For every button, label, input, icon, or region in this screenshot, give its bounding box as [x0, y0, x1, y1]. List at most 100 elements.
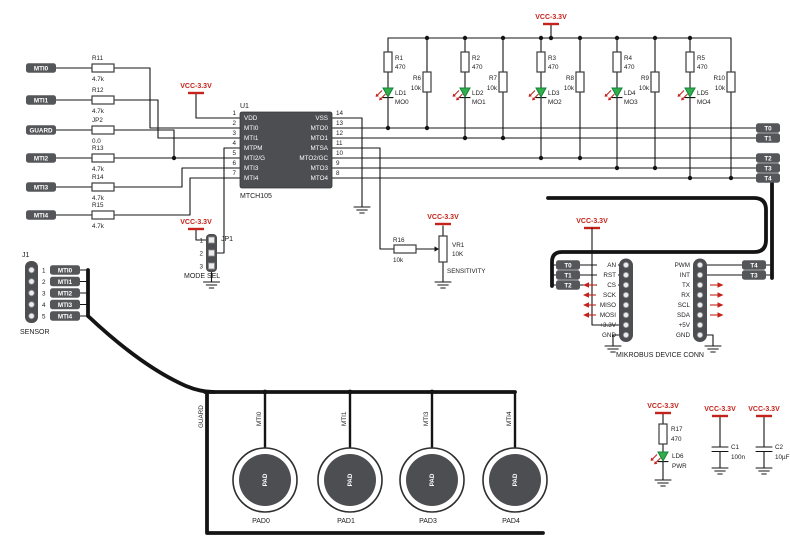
mode-sel-label: MODE SEL: [184, 273, 220, 280]
signal-direction-arrow-icon: [709, 311, 725, 319]
net-label: T0: [764, 125, 772, 132]
net-label: T0: [564, 262, 572, 269]
capacitor-symbol: [711, 446, 729, 453]
ic-pin-name: MTPM: [244, 145, 263, 152]
led-icon: [452, 87, 471, 101]
led-column-5: R5 470 LD5 MO4 R10 10k: [677, 51, 736, 106]
cap-ref: C2: [775, 444, 784, 451]
mikrobus-pin-label: MISO: [600, 302, 616, 309]
resistor-value: 470: [472, 64, 483, 71]
ic-pin-number: 12: [336, 130, 344, 137]
led-ref: LD4: [624, 90, 636, 97]
mikrobus-pin-label: +5V: [679, 322, 691, 329]
ic-pin-number: 3: [232, 130, 236, 137]
mikrobus-pin-label: RX: [681, 292, 691, 299]
connector-pin: [622, 271, 630, 279]
connector-pin: [28, 301, 35, 308]
connector-pin: [696, 311, 704, 319]
ground-symbol: [434, 277, 452, 289]
input-row-mti0: MTI0 R11 4.7k: [26, 55, 115, 83]
connector-pin: [696, 301, 704, 309]
mikrobus-connector-left: [619, 258, 633, 342]
ic-pin-name: MTI3: [244, 165, 259, 172]
label-bg: [597, 280, 618, 290]
ic-pin-number: 1: [232, 110, 236, 117]
ic-pin-number: 2: [232, 120, 236, 127]
pin-number: 1: [42, 267, 46, 274]
jumper-ref: JP1: [221, 236, 233, 243]
pin-number: 3: [42, 290, 46, 297]
mikrobus-pin-label: PWM: [675, 262, 690, 269]
touch-pad-1: PAD PAD1: [317, 447, 383, 525]
wire-segments: [55, 23, 773, 477]
jumper-pin: [208, 236, 215, 244]
led-icon: [650, 451, 669, 465]
pullup-ref: R10: [713, 75, 725, 82]
net-label: MTI1: [58, 279, 73, 286]
pot-value: 10K: [452, 251, 464, 258]
led-net: MO0: [395, 99, 409, 106]
ic-pin-name: MTI0: [244, 125, 259, 132]
label-bg: [597, 260, 618, 270]
resistor-value: 4.7k: [92, 108, 105, 115]
connector-pin: [622, 291, 630, 299]
ic-pin-name: VDD: [244, 115, 258, 122]
vcc-label: VCC-3.3V: [704, 406, 736, 413]
pullup-value: 10k: [639, 85, 650, 92]
cap-ref: C1: [731, 444, 740, 451]
vcc-label: VCC-3.3V: [427, 214, 459, 221]
ic-pin-number: 4: [232, 140, 236, 147]
net-label-box: [26, 95, 56, 105]
net-label: MTI3: [34, 184, 49, 191]
ic-pin-number: 8: [336, 170, 340, 177]
pad-label: PAD0: [252, 518, 270, 525]
resistor-symbol: [91, 210, 115, 220]
net-label-box: [26, 153, 56, 163]
resistor-symbol: [393, 244, 417, 254]
ic-pin-name: MTI4: [244, 175, 259, 182]
resistor-ref: R3: [548, 55, 557, 62]
pad-surface: [324, 454, 376, 506]
connector-ref: J1: [22, 252, 30, 259]
led-ref: LD1: [395, 90, 407, 97]
net-label: MTI4: [34, 212, 49, 219]
mikrobus-caption: MIKROBUS DEVICE CONN: [616, 352, 704, 359]
led-net: MO1: [472, 99, 486, 106]
connector-pin: [28, 289, 35, 297]
ic-pin-number: 10: [336, 150, 344, 157]
led-net: MO3: [624, 99, 638, 106]
pullup-ref: R7: [489, 75, 498, 82]
ic-pin-number: 14: [336, 110, 344, 117]
connector-pin: [622, 321, 630, 329]
sensitivity-label: SENSITIVITY: [447, 268, 486, 275]
connector-pin: [696, 281, 704, 289]
net-label: T4: [750, 262, 758, 269]
net-label: T2: [564, 282, 572, 289]
net-label-box: [556, 260, 580, 270]
resistor-symbol: [91, 95, 115, 105]
pad-label: PAD1: [337, 518, 355, 525]
net-label: MTI0: [34, 65, 49, 72]
resistor-value: 470: [395, 64, 406, 71]
touch-pad-3: PAD PAD3: [399, 447, 465, 525]
vcc-label: VCC-3.3V: [180, 219, 212, 226]
vcc-label: VCC-3.3V: [647, 403, 679, 410]
connector-pin: [28, 266, 35, 274]
ic-pin-name: MTO1: [311, 135, 329, 142]
signal-direction-arrow-icon: [582, 291, 597, 299]
resistor-value: 4.7k: [92, 223, 105, 230]
mikrobus-pin-label: SCL: [678, 302, 691, 309]
net-label-box: [26, 182, 56, 192]
bus-net-labels: T0 T1 T2 T3 T4: [756, 123, 780, 183]
ic-pin-name: MTSA: [311, 145, 329, 152]
net-label-box: [50, 311, 80, 321]
mode-select-jp1: VCC-3.3V 1 2 3 JP1 MODE SEL: [180, 219, 233, 289]
led-column-1: R1 470 LD1 MO0 R6 10k: [375, 51, 432, 106]
led-net: MO4: [697, 99, 711, 106]
pullup-value: 10k: [487, 85, 498, 92]
pullup-value: 10k: [564, 85, 575, 92]
resistor-ref: R15: [92, 202, 104, 209]
connector-pin: [622, 301, 630, 309]
net-label-box: [26, 63, 56, 73]
